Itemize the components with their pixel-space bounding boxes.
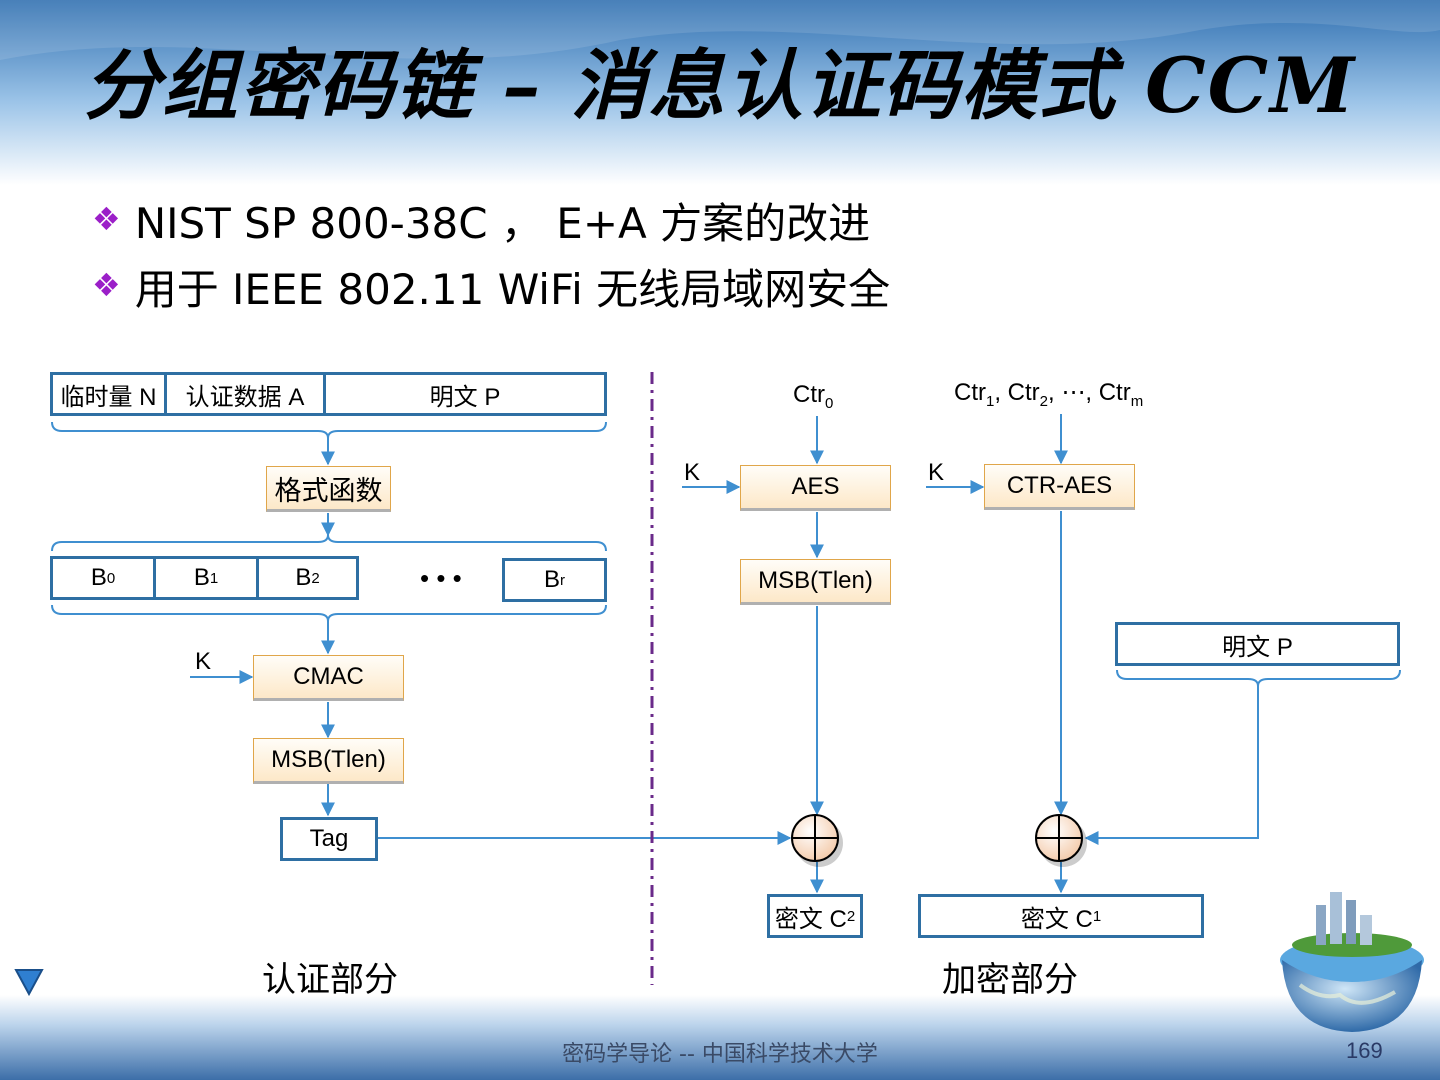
enc-key-label-1: K [684, 459, 701, 486]
auth-plaintext-box: 明文 P [323, 372, 607, 416]
counters-label: Ctr1, Ctr2, ⋯, Ctrm [954, 379, 1144, 410]
enc-msb-box: MSB(Tlen) [740, 559, 891, 605]
cmac-box: CMAC [253, 655, 404, 701]
footer-text: 密码学导论 -- 中国科学技术大学 [562, 1042, 878, 1067]
assoc-data-box: 认证数据 A [164, 372, 326, 416]
ellipsis: • • • [420, 563, 462, 593]
slide-title: 分组密码链 – 消息认证码模式 CCM [83, 41, 1357, 130]
auth-msb-box: MSB(Tlen) [253, 738, 404, 784]
ctr-aes-box: CTR-AES [984, 464, 1135, 510]
down-triangle-icon [14, 969, 44, 997]
bullet-item: ❖用于 IEEE 802.11 WiFi 无线局域网安全 [92, 265, 891, 314]
diamond-bullet-icon: ❖ [92, 200, 121, 238]
ctr0-label: Ctr0 [793, 381, 834, 412]
xor-icon [791, 814, 843, 867]
bullet-item: ❖NIST SP 800-38C ， E+A 方案的改进 [92, 199, 871, 248]
tag-box: Tag [280, 817, 378, 861]
nonce-box: 临时量 N [50, 372, 167, 416]
globe-city-icon [1280, 892, 1424, 1032]
diamond-bullet-icon: ❖ [92, 266, 121, 304]
aes-box: AES [740, 465, 891, 511]
page-number: 169 [1346, 1038, 1383, 1063]
enc-key-label-2: K [928, 459, 945, 486]
enc-plaintext-box: 明文 P [1115, 622, 1400, 666]
format-function-box: 格式函数 [266, 466, 391, 512]
xor-icon [1035, 814, 1087, 867]
auth-caption: 认证部分 [262, 960, 398, 1000]
enc-caption: 加密部分 [942, 960, 1078, 1000]
auth-key-label: K [195, 648, 212, 675]
